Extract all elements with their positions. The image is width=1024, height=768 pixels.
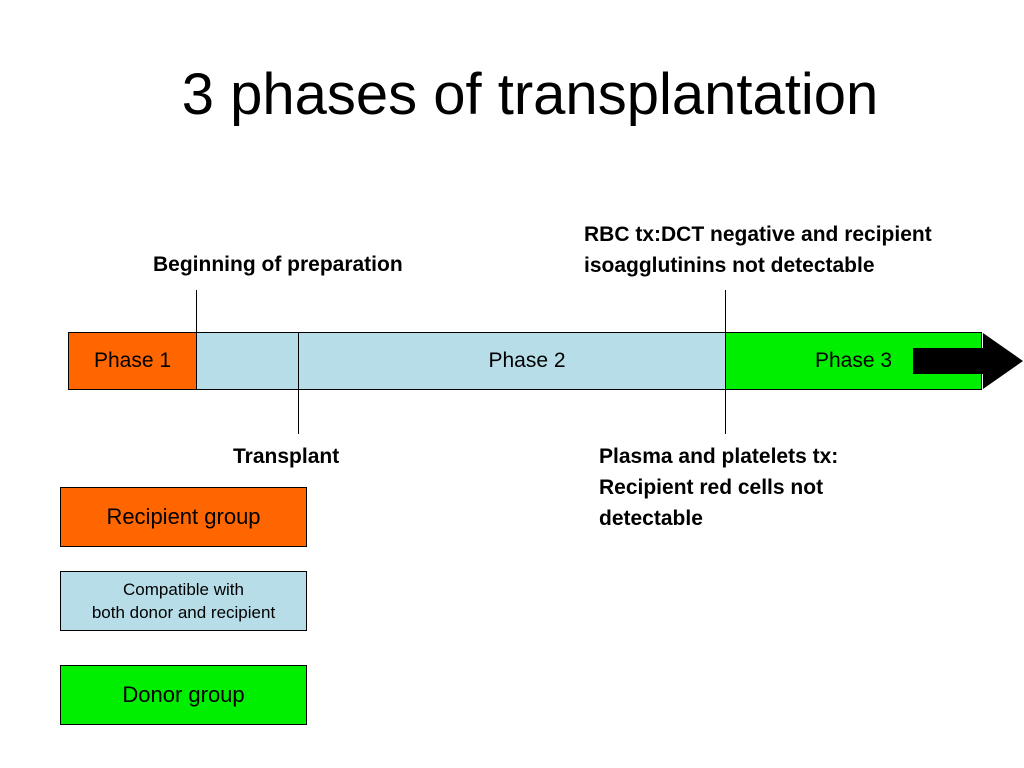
legend-donor-group: Donor group — [60, 665, 307, 725]
transplant-tick — [298, 390, 299, 434]
slide-title: 3 phases of transplantation — [181, 62, 879, 127]
phase-2-label: Phase 2 — [488, 349, 566, 372]
phase-2-segment: Phase 2 — [196, 332, 726, 390]
legend-compatible-both: Compatible with both donor and recipient — [60, 571, 307, 631]
legend-recipient-group: Recipient group — [60, 487, 307, 547]
phase-1-segment: Phase 1 — [68, 332, 197, 390]
phase-3-label: Phase 3 — [814, 349, 893, 372]
beginning-of-preparation-label: Beginning of preparation — [153, 253, 403, 276]
preparation-tick — [196, 290, 197, 332]
legend-compatible-both-label: Compatible with both donor and recipient — [91, 580, 276, 622]
legend-donor-group-label: Donor group — [122, 682, 245, 707]
rbc-tx-label: RBC tx:DCT negative and recipient isoagg… — [584, 223, 932, 277]
phase3-start-tick-bottom — [725, 390, 726, 434]
phase3-start-tick-top — [725, 290, 726, 332]
transplant-label: Transplant — [233, 445, 340, 468]
arrow-right-icon — [913, 333, 1023, 389]
legend-recipient-group-label: Recipient group — [106, 504, 261, 529]
plasma-platelets-tx-label: Plasma and platelets tx: Recipient red c… — [599, 445, 839, 530]
phase-1-label: Phase 1 — [93, 349, 172, 372]
transplant-divider — [298, 332, 299, 390]
